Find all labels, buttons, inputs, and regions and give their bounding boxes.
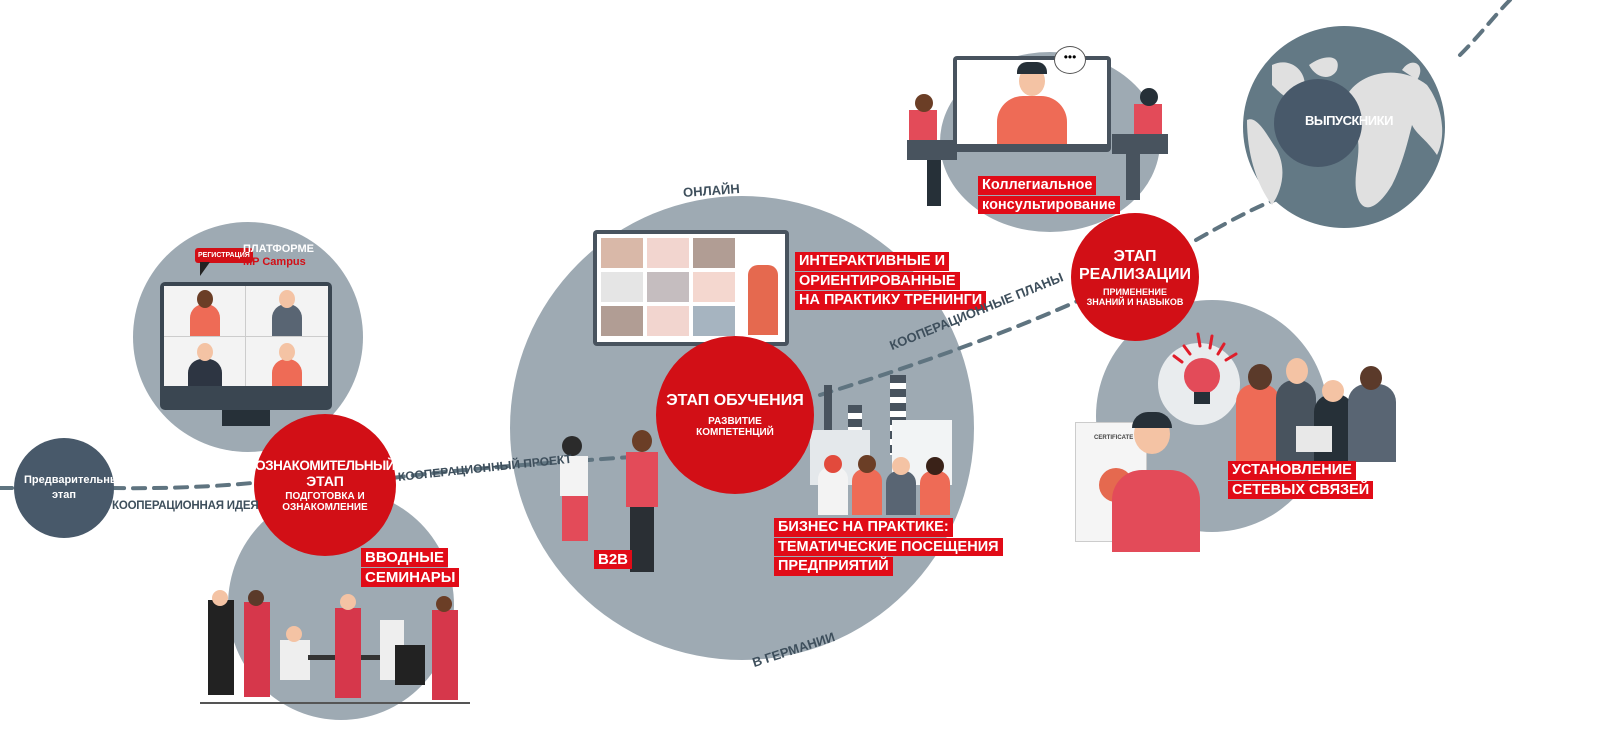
- business-label-line2: ТЕМАТИЧЕСКИЕ ПОСЕЩЕНИЯ: [774, 537, 1003, 556]
- b2b-label: B2B: [594, 550, 633, 570]
- stage-implementation-sub-1: ПРИМЕНЕНИЕ: [1103, 286, 1167, 297]
- seminars-label: ВВОДНЫЕ СЕМИНАРЫ: [361, 548, 460, 588]
- consulting-monitor: [953, 56, 1111, 152]
- thinking-person: [1112, 412, 1200, 552]
- trainings-label-line2: ОРИЕНТИРОВАННЫЕ: [795, 271, 960, 290]
- stage-intro-sub-2: ОЗНАКОМЛЕНИЕ: [282, 501, 368, 513]
- globe-icon: [1243, 26, 1445, 228]
- stage-intro-title-2: ЭТАП: [306, 472, 344, 489]
- consulting-label: Коллегиальное консультирование: [978, 176, 1120, 215]
- platform-label-line1: ПЛАТФОРМЕ: [243, 243, 314, 255]
- platform-label-line2: MP Campus: [243, 256, 306, 269]
- factory-workers-illustration: [818, 455, 958, 515]
- trainings-label: ИНТЕРАКТИВНЫЕ И ОРИЕНТИРОВАННЫЕ НА ПРАКТ…: [795, 252, 987, 311]
- stage-intro[interactable]: ОЗНАКОМИТЕЛЬНЫЙ ЭТАП ПОДГОТОВКА И ОЗНАКО…: [254, 414, 396, 556]
- seminar-people-illustration: [200, 590, 470, 710]
- registration-button[interactable]: РЕГИСТРАЦИЯ: [195, 248, 253, 263]
- stage-learning-sub-1: РАЗВИТИЕ: [708, 416, 762, 427]
- path-label-idea: КООПЕРАЦИОННАЯ ИДЕЯ: [112, 500, 259, 512]
- b2b-handshake-illustration: [556, 430, 666, 575]
- certificate-label: CERTIFICATE: [1094, 435, 1134, 441]
- platform-label: ПЛАТФОРМЕ MP Campus: [243, 243, 314, 269]
- stage-learning-sub-2: КОМПЕТЕНЦИЙ: [696, 427, 774, 438]
- stage-learning[interactable]: ЭТАП ОБУЧЕНИЯ РАЗВИТИЕ КОМПЕТЕНЦИЙ: [656, 336, 814, 494]
- stage-implementation-sub-2: ЗНАНИЙ И НАВЫКОВ: [1086, 296, 1184, 307]
- trainings-label-line3: НА ПРАКТИКУ ТРЕНИНГИ: [795, 291, 987, 310]
- networking-label-line1: УСТАНОВЛЕНИЕ: [1228, 461, 1356, 480]
- consulting-person-left: [907, 94, 967, 206]
- business-label-line3: ПРЕДПРИЯТИЙ: [774, 557, 893, 576]
- stage-intro-sub-1: ПОДГОТОВКА И: [285, 490, 365, 502]
- stage-preliminary-title: Предварительный этап: [24, 474, 126, 501]
- b2b-label-line1: B2B: [594, 550, 633, 569]
- networking-group-illustration: [1236, 354, 1396, 462]
- cursor-icon: [200, 262, 210, 276]
- stage-preliminary[interactable]: Предварительный этап: [14, 438, 126, 538]
- stage-implementation[interactable]: ЭТАП РЕАЛИЗАЦИИ ПРИМЕНЕНИЕ ЗНАНИЙ И НАВЫ…: [1071, 213, 1199, 341]
- stage-learning-title: ЭТАП ОБУЧЕНИЯ: [666, 392, 804, 409]
- business-label: БИЗНЕС НА ПРАКТИКЕ: ТЕМАТИЧЕСКИЕ ПОСЕЩЕН…: [774, 518, 1003, 577]
- stage-implementation-title-1: ЭТАП: [1113, 247, 1157, 265]
- stage-intro-title-1: ОЗНАКОМИТЕЛЬНЫЙ: [255, 457, 395, 473]
- lightbulb-icon: [1172, 332, 1238, 404]
- monitor-stand: [222, 410, 270, 426]
- video-call-monitor: [160, 282, 332, 410]
- stage-implementation-title-2: РЕАЛИЗАЦИИ: [1078, 265, 1192, 283]
- alumni-label: ВЫПУСКНИКИ: [1305, 113, 1393, 128]
- trainings-label-line1: ИНТЕРАКТИВНЫЕ И: [795, 252, 950, 271]
- seminars-label-line1: ВВОДНЫЕ: [361, 548, 448, 567]
- speech-bubble-icon: •••: [1054, 46, 1086, 74]
- consulting-label-line2: консультирование: [978, 195, 1120, 214]
- seminars-label-line2: СЕМИНАРЫ: [361, 568, 460, 587]
- business-label-line1: БИЗНЕС НА ПРАКТИКЕ:: [774, 518, 953, 537]
- consulting-person-right: [1112, 88, 1172, 200]
- networking-label-line2: СЕТЕВЫХ СВЯЗЕЙ: [1228, 480, 1374, 499]
- trainer-figure: [748, 265, 778, 335]
- consulting-label-line1: Коллегиальное: [978, 176, 1097, 195]
- networking-label: УСТАНОВЛЕНИЕ СЕТЕВЫХ СВЯЗЕЙ: [1228, 461, 1374, 500]
